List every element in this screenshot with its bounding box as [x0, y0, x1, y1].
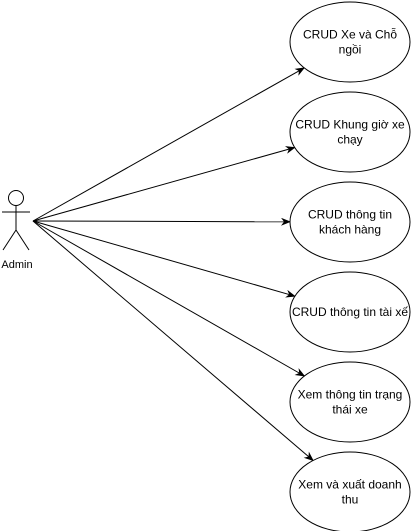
actor-head — [8, 190, 24, 206]
actor-admin[interactable]: Admin — [1, 190, 33, 272]
use-case-ellipse — [289, 361, 411, 443]
use-case-label: ngồi — [339, 43, 362, 57]
association-line — [32, 220, 296, 298]
use-case-label: CRUD thông tin tài xế — [292, 305, 408, 319]
use-case-label: CRUD thông tin — [308, 208, 392, 222]
actor-label: Admin — [1, 259, 32, 271]
use-case-ellipse — [289, 181, 411, 263]
use-case-label: Xem thông tin trạng — [298, 388, 403, 402]
use-case[interactable]: CRUD thông tin tài xế — [289, 271, 411, 353]
use-case-label: thái xe — [332, 403, 368, 417]
association-line — [32, 220, 306, 377]
use-case-ellipse — [289, 1, 411, 83]
association-line — [32, 146, 296, 222]
use-case-ellipse — [289, 451, 411, 531]
association-line — [32, 217, 291, 226]
use-case-label: CRUD Khung giờ xe — [295, 118, 405, 132]
use-case-label: chạy — [337, 133, 362, 147]
use-case-label: khách hàng — [319, 223, 381, 237]
use-case-label: thu — [342, 493, 359, 507]
associations — [32, 67, 314, 462]
actor-left-leg — [2, 229, 17, 251]
association-line — [32, 67, 306, 222]
association-line — [32, 220, 314, 462]
use-case-ellipse — [289, 271, 411, 353]
actor-right-leg — [15, 229, 30, 251]
use-case-ellipse — [289, 91, 411, 173]
use-case-label: Xem và xuất doanh — [298, 478, 401, 492]
use-case-label: CRUD Xe và Chỗ — [303, 27, 397, 42]
